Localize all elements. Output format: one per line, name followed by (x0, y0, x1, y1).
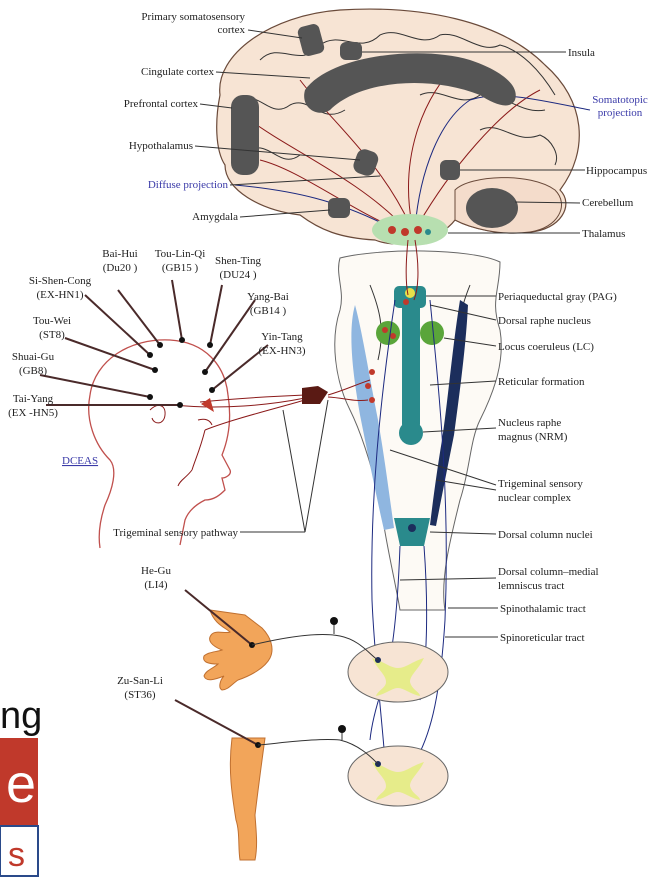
locus-coeruleus-left (376, 321, 400, 345)
label-spinothalamic: Spinothalamic tract (500, 603, 586, 615)
label-pag: Periaqueductal gray (PAG) (498, 291, 617, 303)
label-dcml-1: Dorsal column–medial (498, 566, 599, 578)
trigeminal-ganglion (302, 386, 328, 404)
acupoint-shen-ting-1: Shen-Ting (215, 255, 262, 267)
spinal-section-lower (348, 746, 448, 806)
acupoint-zu-san-li-2: (ST36) (124, 689, 156, 701)
label-insula: Insula (568, 47, 595, 59)
acupoint-si-shen-cong-1: Si-Shen-Cong (29, 275, 92, 287)
amygdala-region (328, 198, 350, 218)
reticular-column (402, 300, 420, 430)
label-spinoreticular: Spinoreticular tract (500, 632, 585, 644)
nrm-region (399, 421, 423, 445)
label-trig-pathway: Trigeminal sensory pathway (113, 527, 238, 539)
label-thalamus: Thalamus (582, 228, 625, 240)
acupoint-tou-lin-qi-2: (GB15 ) (162, 262, 199, 274)
acupoint-shuai-gu-2: (GB8) (19, 365, 47, 377)
label-cingulate: Cingulate cortex (141, 66, 215, 78)
head-outline (89, 340, 231, 548)
label-hippocampus: Hippocampus (586, 165, 647, 177)
label-amygdala: Amygdala (192, 211, 238, 223)
brain (217, 9, 590, 246)
label-cerebellum: Cerebellum (582, 197, 634, 209)
acupoint-shuai-gu-1: Shuai-Gu (12, 351, 55, 363)
label-dcml-2: lemniscus tract (498, 580, 564, 592)
acupoint-he-gu-1: He-Gu (141, 565, 171, 577)
label-prefrontal: Prefrontal cortex (124, 98, 199, 110)
thalamus-region (372, 214, 448, 246)
acupoint-tou-lin-qi-1: Tou-Lin-Qi (155, 248, 206, 260)
acupoint-bai-hui-1: Bai-Hui (102, 248, 137, 260)
acupoint-zu-san-li-1: Zu-San-Li (117, 675, 163, 687)
prefrontal-region (231, 95, 259, 175)
acupoint-tai-yang-1: Tai-Yang (13, 393, 54, 405)
acupoint-si-shen-cong-2: (EX-HN1) (36, 289, 83, 301)
hippocampus-region (440, 160, 460, 180)
label-primary-somatosensory-2: cortex (218, 24, 246, 36)
label-hypothalamus: Hypothalamus (129, 140, 193, 152)
acupoint-he-gu-2: (LI4) (144, 579, 168, 591)
overlay-text-e: e (6, 754, 36, 814)
overlay-fragments: ng e s (0, 695, 42, 876)
acupoint-tai-yang-2: (EX -HN5) (8, 407, 58, 419)
acupoint-yin-tang-2: (EX-HN3) (258, 345, 305, 357)
head-profile (89, 340, 370, 548)
label-nrm-1: Nucleus raphe (498, 417, 561, 429)
overlay-text-ng: ng (0, 695, 42, 737)
label-diffuse: Diffuse projection (148, 179, 229, 191)
label-somatotopic-2: projection (598, 107, 643, 119)
acupoint-tou-wei-2: (ST8) (39, 329, 65, 341)
overlay-text-s: s (8, 836, 25, 874)
label-dorsal-raphe: Dorsal raphe nucleus (498, 315, 591, 327)
label-trig-complex-2: nuclear complex (498, 492, 571, 504)
label-dorsal-column-nuclei: Dorsal column nuclei (498, 529, 593, 541)
label-locus: Locus coeruleus (LC) (498, 341, 594, 353)
acupoint-tou-wei-1: Tou-Wei (33, 315, 71, 327)
acupoint-shen-ting-2: (DU24 ) (220, 269, 257, 281)
acupoint-yang-bai-1: Yang-Bai (247, 291, 289, 303)
label-dceas: DCEAS (62, 455, 98, 467)
acupoint-yang-bai-2: (GB14 ) (250, 305, 287, 317)
label-reticular: Reticular formation (498, 376, 585, 388)
label-somatotopic-1: Somatotopic (592, 94, 648, 106)
cerebellum-region (466, 188, 518, 228)
acupoint-yin-tang-1: Yin-Tang (261, 331, 303, 343)
spinal-section-upper (348, 642, 448, 702)
label-trig-complex-1: Trigeminal sensory (498, 478, 583, 490)
leg (175, 700, 378, 860)
insula-region (340, 42, 362, 60)
label-primary-somatosensory-1: Primary somatosensory (141, 11, 245, 23)
acupoint-bai-hui-2: (Du20 ) (103, 262, 138, 274)
label-nrm-2: magnus (NRM) (498, 431, 568, 443)
